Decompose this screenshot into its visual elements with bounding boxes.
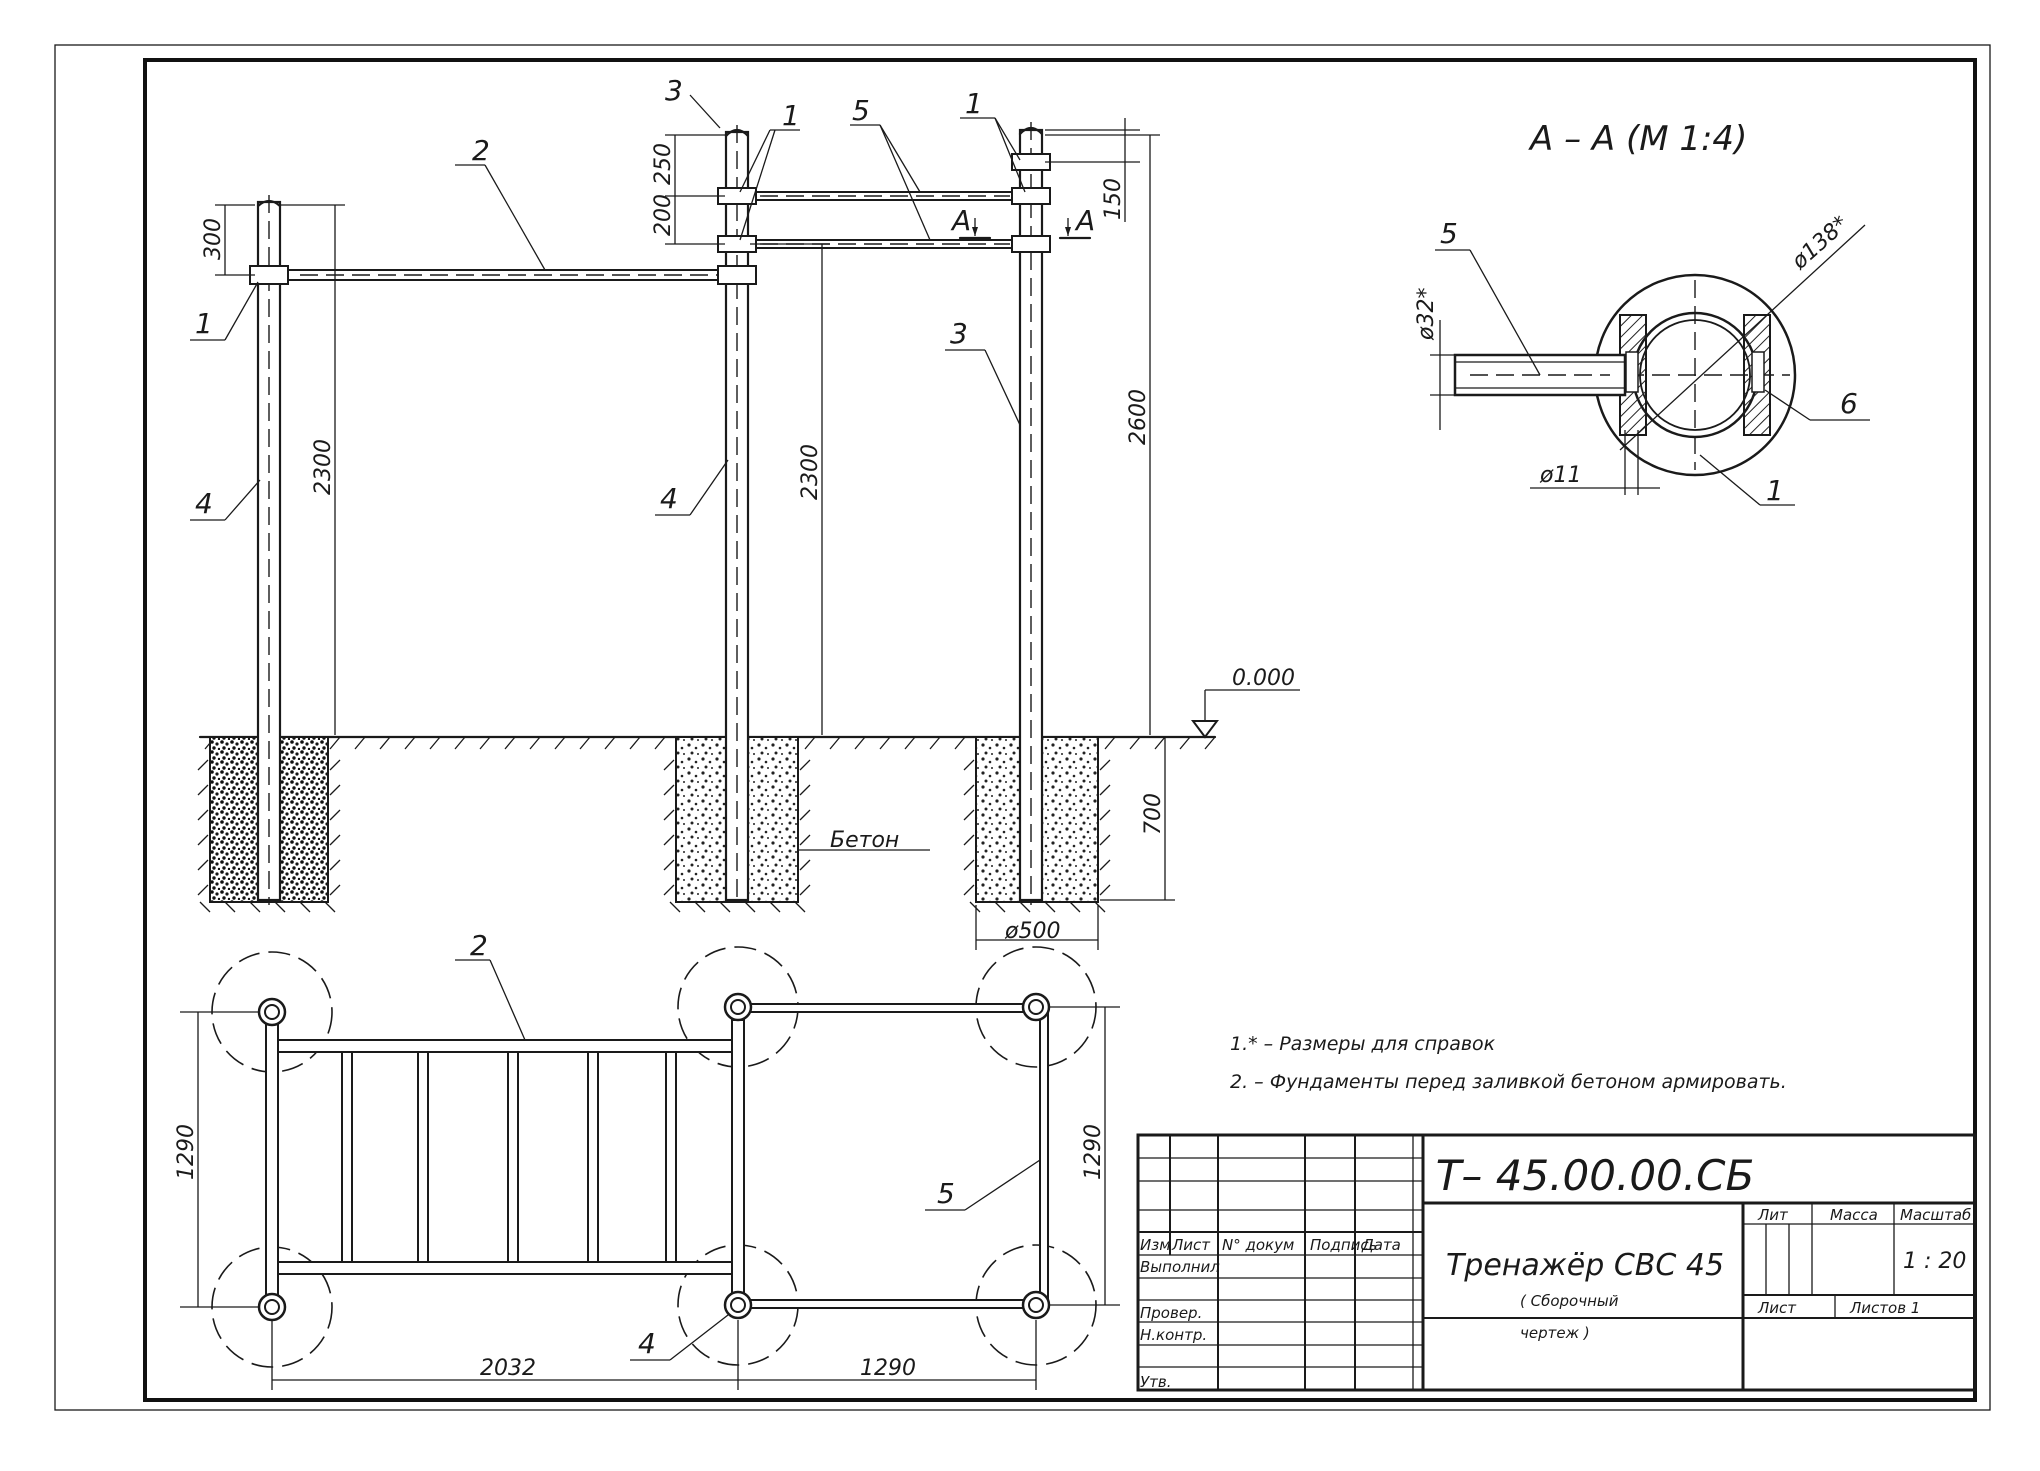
tb-col-list: Лист [1171,1236,1211,1254]
tb-row-done: Выполнил [1140,1258,1220,1276]
clamp-middle-bar2 [717,265,757,285]
post-middle-cap [724,128,750,138]
callout-2-front: 2 [472,134,490,167]
callout-2-plan: 2 [470,929,488,962]
concrete-label: Бетон [830,828,899,853]
dim-700: 700 [1141,793,1166,835]
plan-bar-5-top [744,1003,1031,1013]
plan-post-bm [723,1290,753,1320]
note-2: 2. – Фундаменты перед заливкой бетоном а… [1230,1071,1787,1093]
dim-d11: ø11 [1539,463,1581,488]
front-elevation: А А 300 2300 250 200 2300 150 2600 [190,74,1300,950]
tb-scale: 1 : 20 [1903,1249,1966,1274]
section-mark-right: А [1074,204,1095,237]
post-left-cap [256,199,282,208]
tb-row-appr: Утв. [1140,1373,1172,1391]
plan-post-tr [1021,992,1051,1022]
tb-col-sign: Подпись [1310,1236,1377,1254]
tb-subtitle-1: ( Сборочный [1520,1292,1619,1310]
dim-2300-left: 2300 [311,439,336,495]
plan-rail-middle [731,1019,745,1311]
dim-300: 300 [201,218,226,260]
tb-mass: Масса [1830,1206,1878,1224]
dim-1290-bottom: 1290 [860,1356,916,1381]
tb-code: Т– 45.00.00.СБ [1436,1151,1755,1200]
dim-1290-right: 1290 [1081,1124,1106,1180]
plan-post-tm [723,992,753,1022]
clamp-left-bar2 [249,265,289,285]
plan-view: 1290 1290 2032 1290 2 5 4 [174,929,1120,1390]
dim-1290-left: 1290 [174,1124,199,1180]
tb-scale-label: Масштаб [1900,1206,1971,1224]
callout-3-right: 3 [950,317,968,350]
dim-250: 250 [651,143,676,185]
level-mark-value: 0.000 [1232,666,1295,691]
callout-4-plan: 4 [638,1327,656,1360]
note-1: 1.* – Размеры для справок [1230,1033,1496,1055]
section-title: А – А (М 1:4) [1528,119,1747,159]
section-a-a: А – А (М 1:4) ø138* ø32* ø11 5 [1414,119,1870,507]
tb-subtitle-2: чертеж ) [1520,1324,1590,1342]
callout-1-right: 1 [965,87,983,120]
dim-d32: ø32* [1414,288,1439,341]
tb-sheet: Лист [1757,1299,1797,1317]
callout-5-front: 5 [852,94,870,127]
plan-post-tl [257,997,287,1027]
callout-6-section: 6 [1840,387,1858,420]
dim-2600: 2600 [1126,389,1151,445]
dim-foundation-diameter: ø500 [1004,919,1060,944]
tb-row-norm: Н.контр. [1140,1326,1207,1344]
section-mark-left: А [950,204,971,237]
callout-4-middle: 4 [660,482,678,515]
callout-1-section: 1 [1766,474,1784,507]
plan-rail-left [265,1019,279,1311]
callout-1-left: 1 [195,307,213,340]
tb-col-doc: N° докум [1222,1236,1294,1254]
drawing-frame [143,58,1977,1402]
sheet-outer-border [54,44,1991,1411]
tb-lit: Лит [1757,1206,1789,1224]
post-right-cap [1018,126,1044,136]
foundation-side-hatch [197,759,1111,913]
tb-row-check: Провер. [1140,1304,1202,1322]
title-block: Изм Лист N° докум Подпись Дата Выполнил … [1136,1133,1977,1392]
clamp-right-lower [1011,235,1051,253]
plan-post-br [1021,1290,1051,1320]
plan-bar-2-top [269,1039,741,1053]
plan-bar-5-right [1039,1011,1049,1301]
plan-bar-5-bottom [744,1299,1031,1309]
callout-1-middle: 1 [782,99,800,132]
plan-bar-2-bottom [269,1261,741,1275]
dim-2032: 2032 [480,1356,536,1381]
callout-3-top: 3 [665,74,683,107]
clamp-right-upper [1011,187,1051,205]
callout-5-plan: 5 [937,1177,955,1210]
plan-rungs [341,1051,677,1263]
level-mark-triangle [1191,720,1219,739]
callout-4-left: 4 [195,487,213,520]
callout-5-section: 5 [1440,217,1458,250]
tb-name: Тренажёр СВС 45 [1446,1248,1724,1283]
dim-2300-middle: 2300 [798,444,823,500]
dim-150: 150 [1101,178,1126,220]
tb-col-date: Дата [1361,1236,1401,1254]
tb-col-izm: Изм [1140,1236,1171,1254]
plan-post-bl [257,1292,287,1322]
tb-sheets: Листов 1 [1849,1299,1920,1317]
dim-200: 200 [651,194,676,236]
